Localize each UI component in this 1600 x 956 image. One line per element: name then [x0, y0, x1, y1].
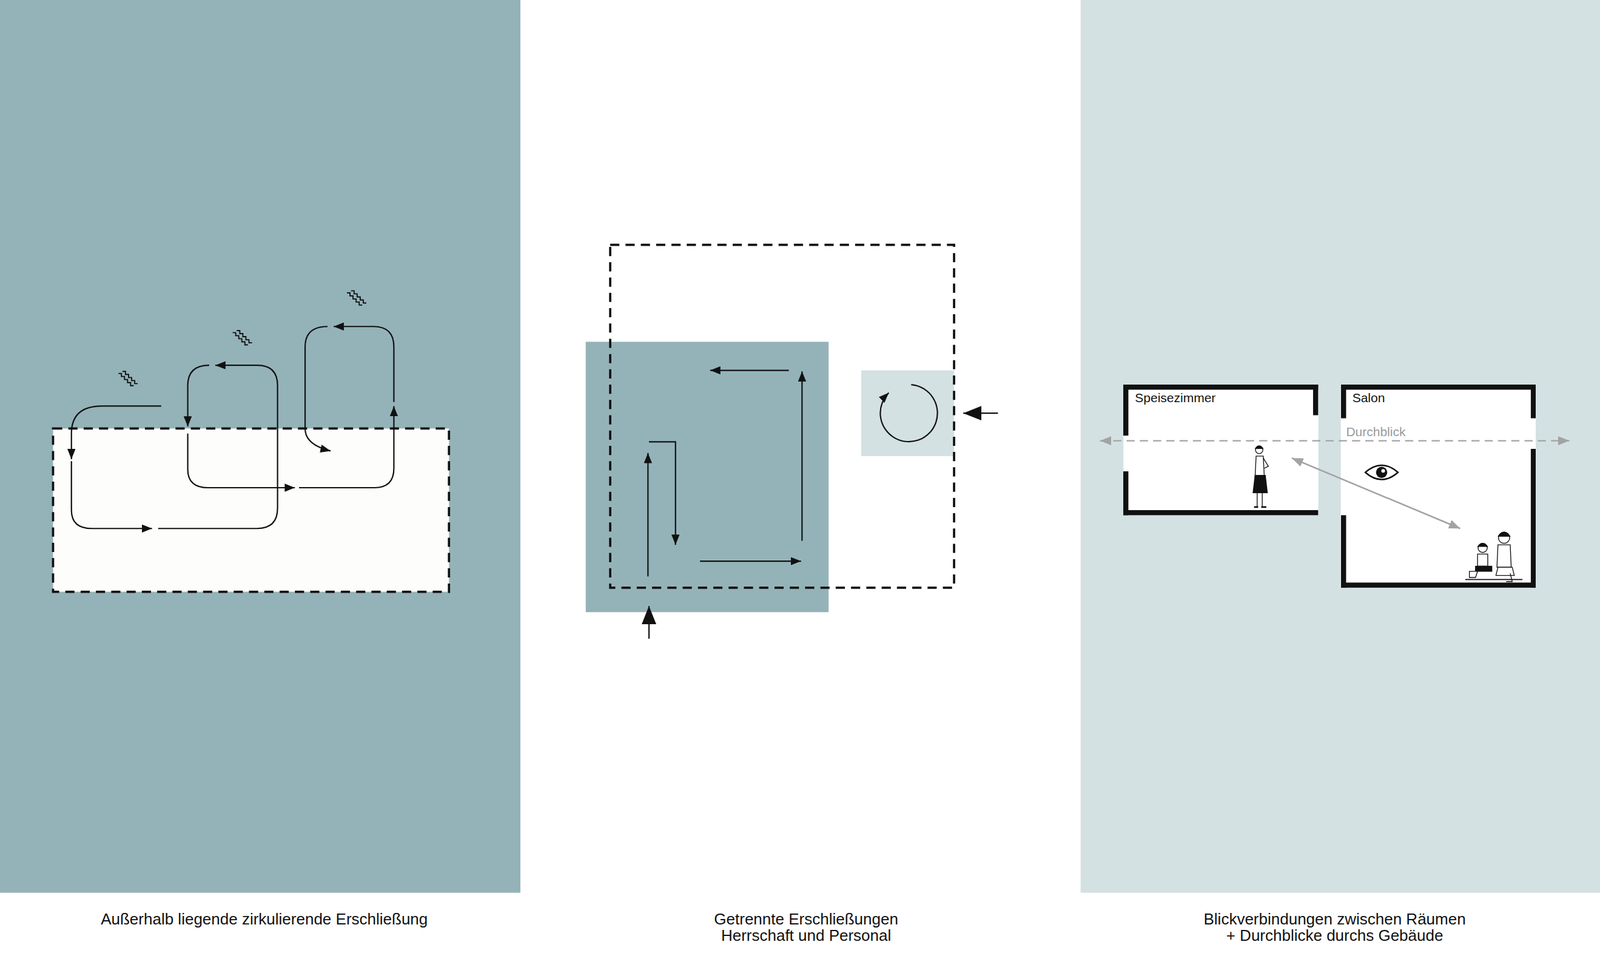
circulation-path [71, 326, 395, 529]
wall [1123, 384, 1129, 436]
wall [1313, 384, 1318, 415]
room-walls [1341, 384, 1536, 588]
room-fill [1341, 384, 1536, 588]
staff-circulation [880, 384, 938, 442]
panel-caption: Getrennte Erschließungen Herrschaft und … [708, 910, 904, 945]
view-label: Durchblick [1344, 424, 1407, 440]
master-zone [585, 341, 829, 612]
sightline [1291, 457, 1461, 529]
view-axis [1100, 440, 1570, 442]
master-circulation [647, 370, 998, 639]
room-fill [1123, 384, 1318, 515]
wall [1341, 515, 1346, 588]
building-outline [610, 245, 955, 588]
wall [1123, 384, 1318, 390]
panel-caption: Außerhalb liegende zirkulierende Erschli… [33, 910, 495, 928]
wall [1530, 448, 1536, 588]
wall [1341, 384, 1346, 419]
wall [1530, 384, 1536, 419]
stair-symbol [118, 290, 367, 386]
building-outline [52, 428, 449, 592]
wall [1123, 471, 1129, 515]
panel-caption: Blickverbindungen zwischen Räumen + Durc… [1199, 910, 1471, 945]
wall [1341, 384, 1536, 390]
entrance-arrow [963, 412, 998, 414]
standing-person [1253, 445, 1269, 508]
eye-symbol [1365, 465, 1399, 480]
room-name: Salon [1352, 390, 1386, 406]
room: Salon [1341, 384, 1536, 588]
wall [1341, 582, 1536, 588]
room-name: Speisezimmer [1134, 390, 1216, 406]
panel-dark [0, 0, 521, 893]
panel-light [1080, 0, 1600, 893]
seated-figures [1465, 531, 1523, 582]
wall [1123, 510, 1318, 515]
staff-zone [861, 370, 955, 457]
room: Speisezimmer [1123, 384, 1318, 515]
entrance-arrow [648, 605, 650, 639]
